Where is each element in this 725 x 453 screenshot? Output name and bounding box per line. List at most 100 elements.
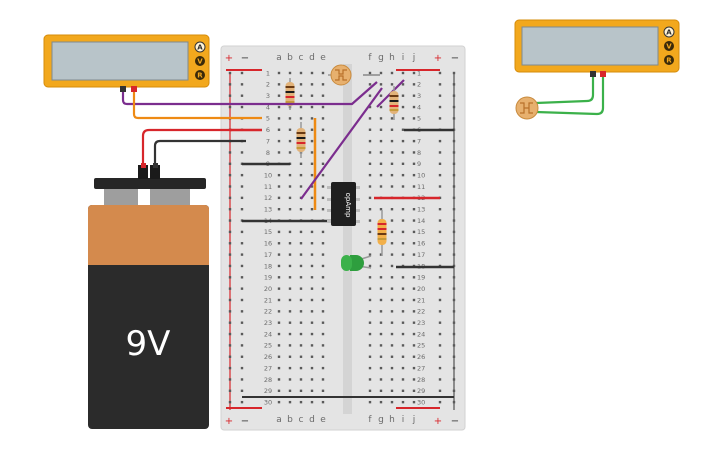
breadboard-hole[interactable] xyxy=(240,83,244,86)
breadboard-hole[interactable] xyxy=(390,332,394,336)
breadboard-hole[interactable] xyxy=(299,94,303,97)
breadboard-hole[interactable] xyxy=(401,117,405,120)
breadboard-hole[interactable] xyxy=(277,242,281,245)
breadboard-hole[interactable] xyxy=(310,344,314,347)
breadboard-hole[interactable] xyxy=(240,332,244,336)
breadboard-hole[interactable] xyxy=(277,94,281,97)
breadboard-hole[interactable] xyxy=(228,400,232,404)
breadboard-hole[interactable] xyxy=(452,378,456,381)
wire-green-meter-1[interactable] xyxy=(535,75,595,105)
breadboard-hole[interactable] xyxy=(228,276,232,279)
breadboard-hole[interactable] xyxy=(412,400,416,404)
breadboard-hole[interactable] xyxy=(288,139,292,143)
breadboard-hole[interactable] xyxy=(368,83,372,86)
breadboard-hole[interactable] xyxy=(401,321,405,324)
breadboard-hole[interactable] xyxy=(277,310,281,313)
breadboard-hole[interactable] xyxy=(288,264,292,268)
breadboard-hole[interactable] xyxy=(299,287,303,290)
breadboard-hole[interactable] xyxy=(288,253,292,256)
breadboard-hole[interactable] xyxy=(390,242,394,245)
breadboard-hole[interactable] xyxy=(368,287,372,290)
breadboard-hole[interactable] xyxy=(288,400,292,404)
photoresistor-breadboard[interactable] xyxy=(328,64,352,86)
breadboard-hole[interactable] xyxy=(452,310,456,313)
breadboard-hole[interactable] xyxy=(228,253,232,256)
breadboard-hole[interactable] xyxy=(452,344,456,347)
breadboard-hole[interactable] xyxy=(438,321,442,324)
breadboard-hole[interactable] xyxy=(401,242,405,245)
breadboard-hole[interactable] xyxy=(390,287,394,290)
breadboard-hole[interactable] xyxy=(452,83,456,86)
breadboard-hole[interactable] xyxy=(310,196,314,200)
breadboard-hole[interactable] xyxy=(438,355,442,358)
breadboard-hole[interactable] xyxy=(390,139,394,143)
breadboard-hole[interactable] xyxy=(240,366,244,370)
breadboard-hole[interactable] xyxy=(321,332,325,336)
breadboard-hole[interactable] xyxy=(401,378,405,381)
breadboard-hole[interactable] xyxy=(368,253,372,256)
resistor-3[interactable] xyxy=(389,86,399,120)
breadboard-hole[interactable] xyxy=(288,173,292,177)
breadboard-hole[interactable] xyxy=(412,219,416,222)
breadboard-hole[interactable] xyxy=(310,230,314,234)
breadboard-hole[interactable] xyxy=(438,208,442,211)
wire-purple-meter[interactable] xyxy=(121,81,378,106)
breadboard-hole[interactable] xyxy=(452,332,456,336)
breadboard-hole[interactable] xyxy=(277,389,281,392)
breadboard-hole[interactable] xyxy=(277,298,281,302)
breadboard-hole[interactable] xyxy=(452,400,456,404)
breadboard-hole[interactable] xyxy=(310,208,314,211)
breadboard-hole[interactable] xyxy=(452,389,456,392)
breadboard-hole[interactable] xyxy=(310,94,314,97)
breadboard-hole[interactable] xyxy=(299,276,303,279)
breadboard-hole[interactable] xyxy=(299,242,303,245)
breadboard-hole[interactable] xyxy=(412,105,416,109)
breadboard-hole[interactable] xyxy=(228,219,232,222)
breadboard-hole[interactable] xyxy=(288,117,292,120)
breadboard-hole[interactable] xyxy=(228,355,232,358)
probe-red-right[interactable] xyxy=(600,71,606,77)
breadboard-hole[interactable] xyxy=(299,344,303,347)
breadboard-hole[interactable] xyxy=(379,298,383,302)
breadboard-hole[interactable] xyxy=(368,71,372,75)
breadboard-hole[interactable] xyxy=(452,94,456,97)
breadboard-hole[interactable] xyxy=(412,83,416,86)
breadboard-hole[interactable] xyxy=(228,264,232,268)
breadboard-hole[interactable] xyxy=(401,310,405,313)
breadboard-hole[interactable] xyxy=(390,310,394,313)
resistor-2[interactable] xyxy=(296,122,306,158)
breadboard-hole[interactable] xyxy=(228,287,232,290)
breadboard-hole[interactable] xyxy=(321,287,325,290)
breadboard-hole[interactable] xyxy=(288,366,292,370)
breadboard-hole[interactable] xyxy=(240,242,244,245)
breadboard-hole[interactable] xyxy=(379,264,383,268)
breadboard-hole[interactable] xyxy=(412,173,416,177)
breadboard-hole[interactable] xyxy=(368,321,372,324)
breadboard-hole[interactable] xyxy=(368,264,372,268)
breadboard-hole[interactable] xyxy=(368,185,372,188)
breadboard-hole[interactable] xyxy=(228,162,232,165)
breadboard-hole[interactable] xyxy=(452,162,456,165)
breadboard-hole[interactable] xyxy=(240,298,244,302)
breadboard-hole[interactable] xyxy=(228,344,232,347)
led-green[interactable] xyxy=(341,255,372,271)
breadboard-hole[interactable] xyxy=(379,389,383,392)
breadboard-hole[interactable] xyxy=(299,71,303,75)
breadboard-hole[interactable] xyxy=(452,321,456,324)
breadboard-hole[interactable] xyxy=(412,366,416,370)
breadboard-hole[interactable] xyxy=(310,139,314,143)
breadboard-hole[interactable] xyxy=(390,344,394,347)
breadboard-hole[interactable] xyxy=(438,139,442,143)
breadboard-hole[interactable] xyxy=(277,400,281,404)
breadboard-hole[interactable] xyxy=(240,378,244,381)
breadboard-hole[interactable] xyxy=(368,230,372,234)
breadboard-hole[interactable] xyxy=(288,242,292,245)
breadboard-hole[interactable] xyxy=(321,366,325,370)
breadboard-hole[interactable] xyxy=(299,105,303,109)
breadboard-hole[interactable] xyxy=(310,355,314,358)
breadboard-hole[interactable] xyxy=(412,287,416,290)
breadboard-hole[interactable] xyxy=(438,400,442,404)
breadboard-hole[interactable] xyxy=(452,230,456,234)
breadboard-hole[interactable] xyxy=(452,105,456,109)
breadboard-hole[interactable] xyxy=(277,105,281,109)
